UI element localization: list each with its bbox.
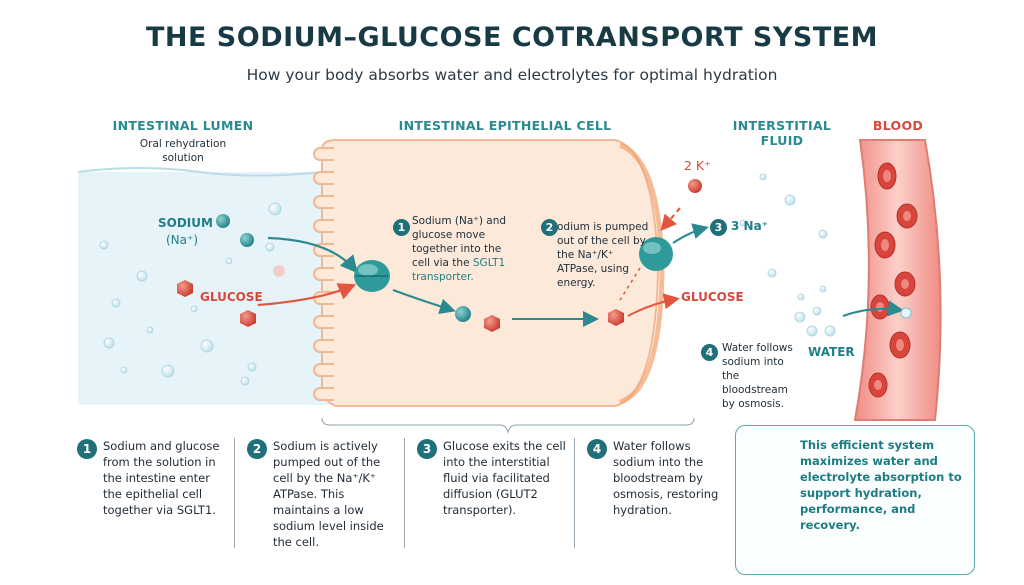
lumen-fluid <box>78 172 340 405</box>
glucose-in-cell <box>484 315 500 332</box>
glucose-molecule-2 <box>240 310 256 327</box>
lumen-caption: Oral rehydration solution <box>139 138 227 164</box>
step-divider <box>574 438 575 548</box>
step-4-badge: 4 <box>587 439 607 459</box>
summary-text: This efficient system maximizes water an… <box>800 438 962 532</box>
sodium-out-label: 3 Na⁺ <box>731 219 769 233</box>
step-divider <box>404 438 405 548</box>
diagram-step-1-text: Sodium (Na⁺) and glucose move together i… <box>412 214 522 284</box>
region-epithelial-cell: INTESTINAL EPITHELIAL CELL <box>398 118 612 133</box>
step-2-text: Sodium is actively pumped out of the cel… <box>273 439 384 549</box>
water-label: WATER <box>808 345 855 359</box>
interstitial-bubbles <box>739 173 836 337</box>
glucose-molecule-1 <box>177 280 193 297</box>
glucose-lumen-label: GLUCOSE <box>200 290 263 304</box>
step-divider <box>234 438 235 548</box>
region-blood: BLOOD <box>872 118 924 133</box>
step-2-badge: 2 <box>247 439 267 459</box>
sodium-label: SODIUM <box>158 216 213 230</box>
cell-brace <box>321 417 695 434</box>
sodium-ion-1 <box>216 214 230 228</box>
step-1-badge: 1 <box>77 439 97 459</box>
diagram-step-2-badge: 2 <box>541 219 558 236</box>
microvilli <box>313 147 334 401</box>
lumen-bubbles <box>99 202 282 386</box>
step-3-badge: 3 <box>417 439 437 459</box>
na-k-atpase <box>639 237 673 271</box>
diagram-step-1-body: Sodium (Na⁺) and glucose move together i… <box>412 215 507 269</box>
glucose-interstitial-label: GLUCOSE <box>681 290 744 304</box>
step-3-text: Glucose exits the cell into the intersti… <box>443 439 566 517</box>
step-1-text: Sodium and glucose from the solution in … <box>103 439 220 517</box>
diagram-step-1-badge: 1 <box>393 219 410 236</box>
sodium-in-cell <box>455 306 471 322</box>
water-droplet <box>900 307 912 319</box>
potassium-ion <box>688 179 702 193</box>
sodium-symbol-label: (Na⁺) <box>166 233 199 247</box>
page-title: THE SODIUM–GLUCOSE COTRANSPORT SYSTEM <box>145 22 879 53</box>
diagram-step-3-badge: 3 <box>710 219 727 236</box>
step-4-text: Water follows sodium into the bloodstrea… <box>613 439 719 517</box>
potassium-label: 2 K⁺ <box>684 158 711 173</box>
diagram-step-2-text: odium is pumped out of the cell by the N… <box>557 221 649 289</box>
region-interstitial-fluid: INTERSTITIAL FLUID <box>732 118 832 148</box>
faint-ion <box>273 265 285 277</box>
diagram-step-1-highlight: SGLT1 transporter. <box>412 257 506 283</box>
sodium-ion-2 <box>240 233 254 247</box>
region-intestinal-lumen: INTESTINAL LUMEN <box>112 118 254 133</box>
sglt1-transporter <box>354 260 390 292</box>
page-subtitle: How your body absorbs water and electrol… <box>246 66 778 84</box>
diagram-step-4-badge: 4 <box>701 344 718 361</box>
diagram-step-4-text: Water follows sodium into the bloodstrea… <box>722 342 793 410</box>
summary-box <box>735 425 975 575</box>
glucose-exiting <box>608 309 624 326</box>
